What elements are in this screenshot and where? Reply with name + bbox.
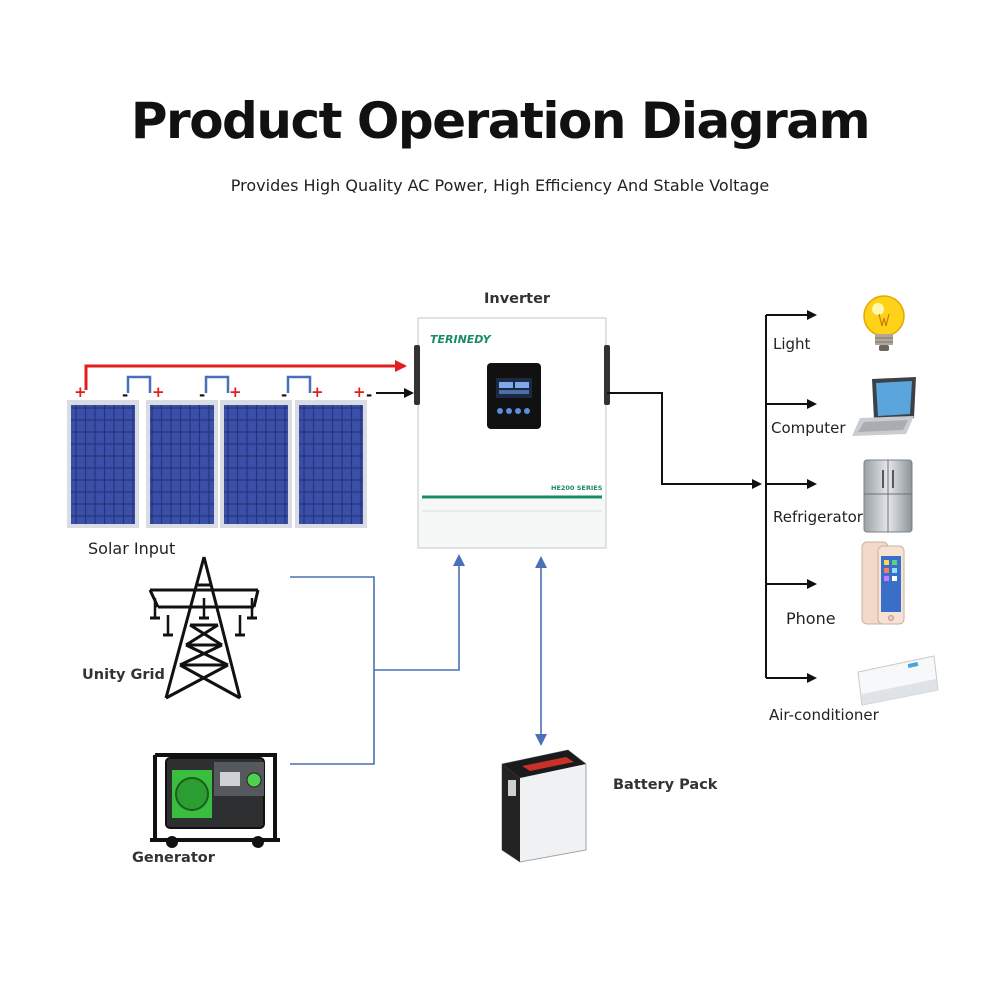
solar-positive-line xyxy=(84,360,407,390)
generator-icon xyxy=(150,753,280,848)
load-label-air-conditioner: Air-conditioner xyxy=(769,706,879,724)
ac-input-line xyxy=(374,554,465,671)
inverter-series: HE200 SERIES xyxy=(551,484,603,492)
load-label-light: Light xyxy=(773,335,811,353)
solar-panel-3 xyxy=(220,400,292,528)
page-subtitle: Provides High Quality AC Power, High Eff… xyxy=(230,176,770,195)
phone-icon xyxy=(861,541,905,625)
inverter-button-icon xyxy=(515,408,521,414)
solar-positive-mark: + xyxy=(74,383,87,401)
load-label-refrigerator: Refrigerator xyxy=(773,508,863,526)
utility-grid-tower-icon xyxy=(148,556,260,700)
solar-panel-array: + - + - + - + + - xyxy=(67,375,372,528)
battery-pack-icon xyxy=(501,749,587,863)
series-jumper-3 xyxy=(286,375,312,393)
inverter-button-icon xyxy=(497,408,503,414)
series-jumper-1 xyxy=(126,375,152,393)
inverter-button-icon xyxy=(524,408,530,414)
polarity-minus-mark: - xyxy=(281,386,287,404)
generator-label: Generator xyxy=(132,850,215,866)
grid-generator-connector xyxy=(290,576,375,765)
solar-negative-mark: - xyxy=(366,386,372,404)
refrigerator-icon xyxy=(863,459,913,533)
utility-grid-label: Unity Grid xyxy=(82,667,165,683)
air-conditioner-icon xyxy=(857,655,939,706)
page-title: Product Operation Diagram xyxy=(130,92,871,150)
series-jumper-2 xyxy=(204,375,230,393)
inverter-unit: TERINEDY HE200 SERIES xyxy=(414,317,610,549)
polarity-plus-mark: + xyxy=(353,383,366,401)
load-label-phone: Phone xyxy=(786,609,836,628)
inverter-brand: TERINEDY xyxy=(430,333,492,346)
load-label-computer: Computer xyxy=(771,419,846,437)
solar-panel-2 xyxy=(146,400,218,528)
solar-panel-1 xyxy=(67,400,139,528)
inverter-button-icon xyxy=(506,408,512,414)
polarity-plus-mark: + xyxy=(311,383,324,401)
ac-output-line xyxy=(607,392,762,489)
battery-pack-label: Battery Pack xyxy=(613,777,718,793)
polarity-minus-mark: - xyxy=(122,386,128,404)
polarity-plus-mark: + xyxy=(152,383,165,401)
polarity-plus-mark: + xyxy=(229,383,242,401)
laptop-icon xyxy=(852,377,916,436)
inverter-label: Inverter xyxy=(484,291,551,307)
solar-panel-4 xyxy=(295,400,367,528)
solar-input-label: Solar Input xyxy=(88,539,176,558)
polarity-minus-mark: - xyxy=(199,386,205,404)
light-bulb-icon xyxy=(863,295,905,351)
